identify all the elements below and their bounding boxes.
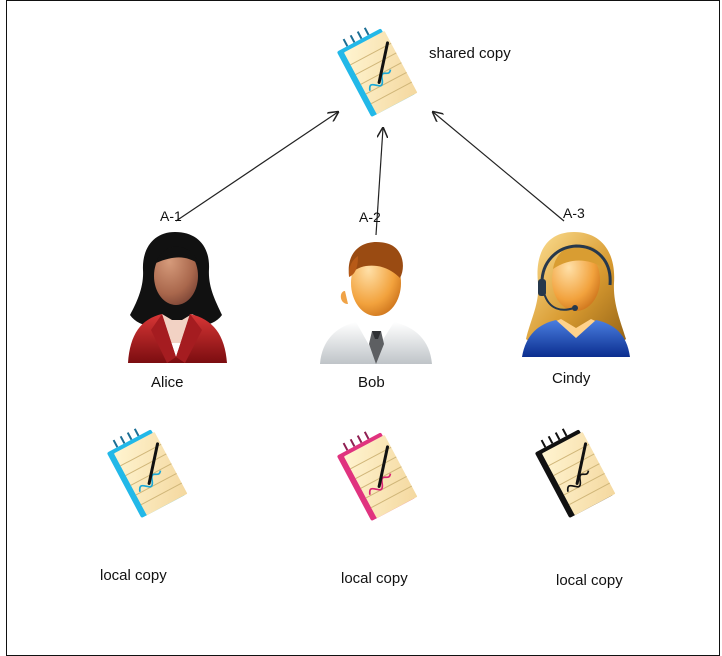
bob-avatar-icon	[320, 241, 432, 364]
bob-local-notepad-icon	[337, 431, 418, 521]
cindy-avatar-icon	[522, 232, 630, 357]
arrow-a2	[375, 128, 383, 236]
bob-local-copy-label: local copy	[341, 570, 408, 587]
edge-a3-label: A-3	[563, 205, 585, 221]
cindy-local-copy-label: local copy	[556, 572, 623, 589]
alice-local-copy-label: local copy	[100, 567, 167, 584]
cindy-local-notepad-icon	[535, 428, 616, 518]
alice-avatar-icon	[128, 232, 227, 363]
arrow-a1	[175, 112, 338, 222]
shared-notepad-icon	[337, 27, 418, 117]
edge-a2-label: A-2	[359, 209, 381, 225]
arrow-a3	[433, 112, 565, 222]
cindy-name-label: Cindy	[552, 370, 591, 387]
bob-name-label: Bob	[358, 374, 385, 391]
alice-local-notepad-icon	[107, 428, 188, 518]
alice-name-label: Alice	[151, 374, 184, 391]
shared-copy-label: shared copy	[429, 45, 511, 62]
edge-a1-label: A-1	[160, 208, 182, 224]
